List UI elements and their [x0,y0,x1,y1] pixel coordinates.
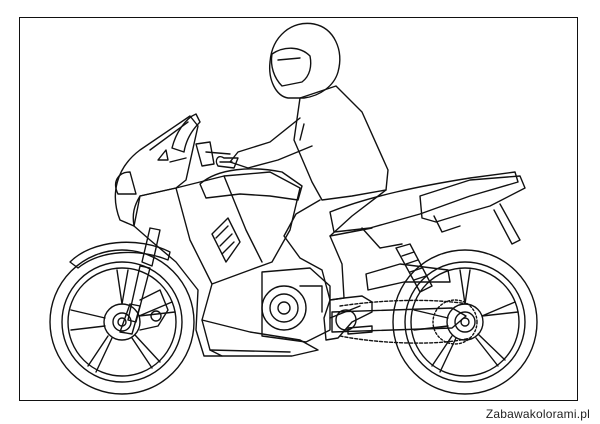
rear-shock [395,243,433,293]
watermark: Zabawakolorami.pl [485,407,590,421]
boot [323,295,373,341]
front-fairing [114,113,319,357]
engine [261,267,331,343]
seat-and-tail [329,171,526,249]
fuel-tank [199,168,303,201]
helmet [269,22,341,99]
front-wheel [49,249,195,395]
front-fork [119,227,161,335]
exhaust [365,263,451,291]
handlebar [169,141,231,167]
rear-wheel [392,249,538,395]
footpeg [347,325,373,335]
rider [215,22,389,341]
page-border [19,17,578,401]
